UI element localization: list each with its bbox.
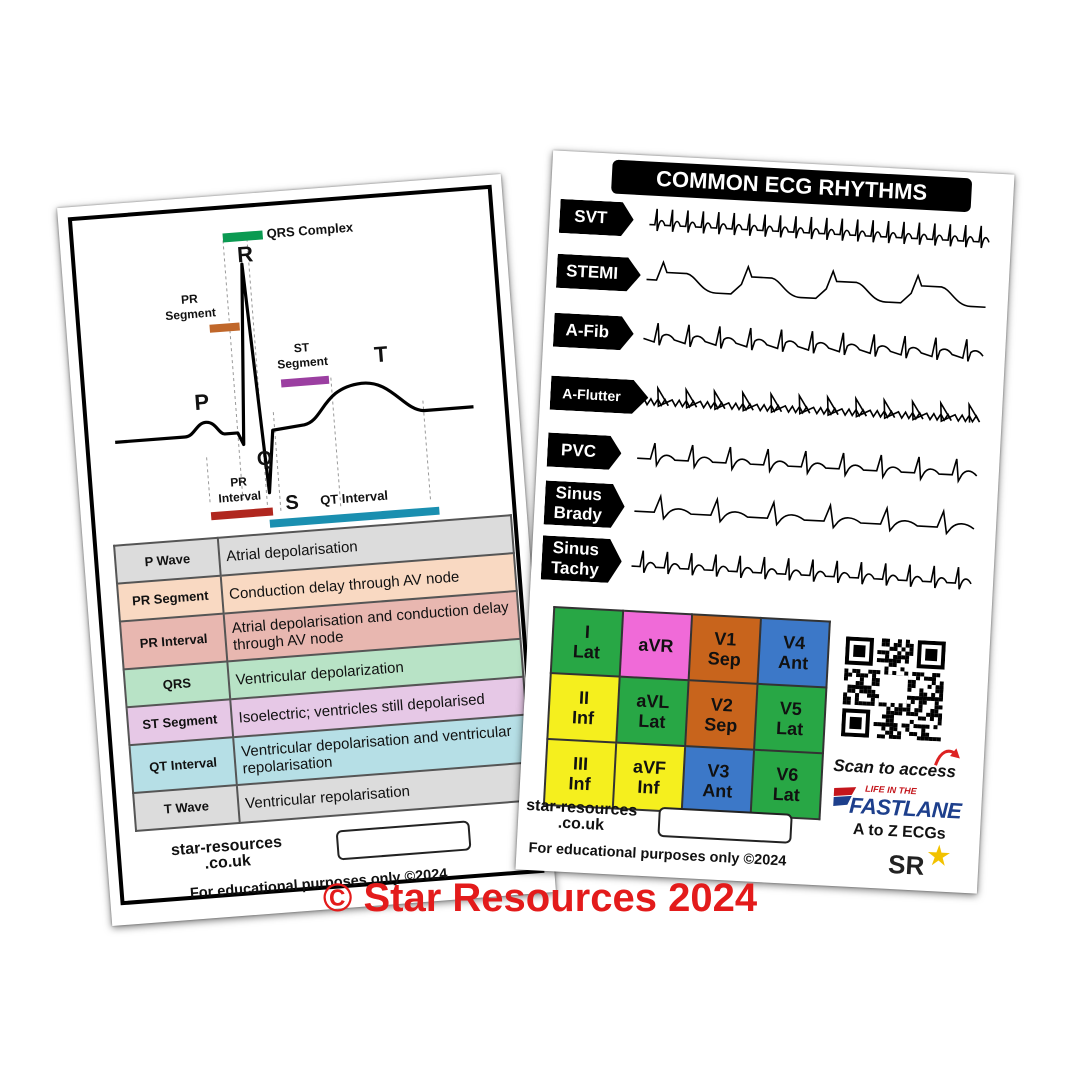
rhythm-tag: STEMI xyxy=(556,254,642,292)
lead-region: Ant xyxy=(777,651,809,674)
rhythm-trace xyxy=(634,493,975,536)
rhythm-trace xyxy=(646,260,986,309)
rhythm-trace xyxy=(639,385,981,424)
lead-region: Lat xyxy=(775,717,804,740)
ecg-trace xyxy=(115,262,474,495)
ecg-waveform-diagram: QRS Complex R PR Segment P ST Segment T … xyxy=(115,219,474,528)
p-label: P xyxy=(193,389,210,415)
rhythm-label: A-Flutter xyxy=(562,385,622,405)
pr-interval-label-2: Interval xyxy=(218,488,262,505)
st-segment-label-2: Segment xyxy=(277,354,329,372)
lead-name: aVR xyxy=(637,634,674,657)
lead-region: Ant xyxy=(701,780,733,802)
qrs-complex-label: QRS Complex xyxy=(266,219,354,241)
r-label: R xyxy=(236,241,254,267)
rhythm-tag: A-Flutter xyxy=(550,376,650,415)
lead-region: Inf xyxy=(636,776,660,798)
s-label: S xyxy=(285,491,300,514)
arrow-icon xyxy=(934,748,960,766)
rhythm-strips xyxy=(631,208,990,590)
rhythm-label: SVT xyxy=(573,206,608,228)
pr-segment-label-2: Segment xyxy=(165,305,217,323)
ecg-waveform-card: QRS Complex R PR Segment P ST Segment T … xyxy=(57,173,556,927)
star-icon xyxy=(927,844,950,866)
pr-interval-bar xyxy=(210,507,274,521)
pr-segment-label-1: PR xyxy=(181,292,199,307)
lead-region: Lat xyxy=(637,710,666,733)
site-line-2: .co.uk xyxy=(557,814,605,834)
qt-interval-label: QT Interval xyxy=(320,488,389,508)
rhythm-label: STEMI xyxy=(565,261,619,283)
definition-term: T Wave xyxy=(133,785,240,831)
rhythm-tag: A-Fib xyxy=(553,313,635,351)
q-label: Q xyxy=(256,447,273,470)
pr-segment-bar xyxy=(209,322,240,333)
definition-term: PR Interval xyxy=(119,613,228,670)
copyright-watermark: © Star Resources 2024 xyxy=(322,876,758,920)
rhythm-tag: PVC xyxy=(547,433,623,471)
rhythm-trace xyxy=(643,322,984,362)
rhythm-trace xyxy=(637,442,978,484)
lead-cell: aVR xyxy=(619,610,693,681)
lead-region: Inf xyxy=(568,773,592,795)
lead-region: Lat xyxy=(772,783,801,806)
rhythm-label: Tachy xyxy=(550,557,600,580)
qrs-complex-bar xyxy=(222,230,264,243)
site-line-2: .co.uk xyxy=(204,852,252,873)
pr-interval-label-1: PR xyxy=(230,474,248,489)
rhythm-trace xyxy=(649,208,990,249)
qt-interval-bar xyxy=(269,506,440,528)
t-label: T xyxy=(373,341,389,367)
lead-region: Lat xyxy=(572,641,601,663)
lead-region: Inf xyxy=(571,707,595,729)
litfl-flag-icon xyxy=(833,787,857,806)
lead-region: Sep xyxy=(703,714,738,736)
rhythm-label: PVC xyxy=(560,440,597,462)
st-segment-bar xyxy=(280,375,330,388)
rhythm-trace xyxy=(631,550,972,590)
rhythm-tag: SVT xyxy=(559,199,635,237)
lead-region: Sep xyxy=(707,648,742,670)
rhythm-label: A-Fib xyxy=(565,320,610,342)
st-segment-label-1: ST xyxy=(293,340,310,355)
definition-term: QT Interval xyxy=(129,737,237,794)
rhythm-label: Brady xyxy=(553,502,603,525)
site-footer: star-resources .co.uk xyxy=(516,797,647,836)
qr-code[interactable] xyxy=(840,636,946,742)
